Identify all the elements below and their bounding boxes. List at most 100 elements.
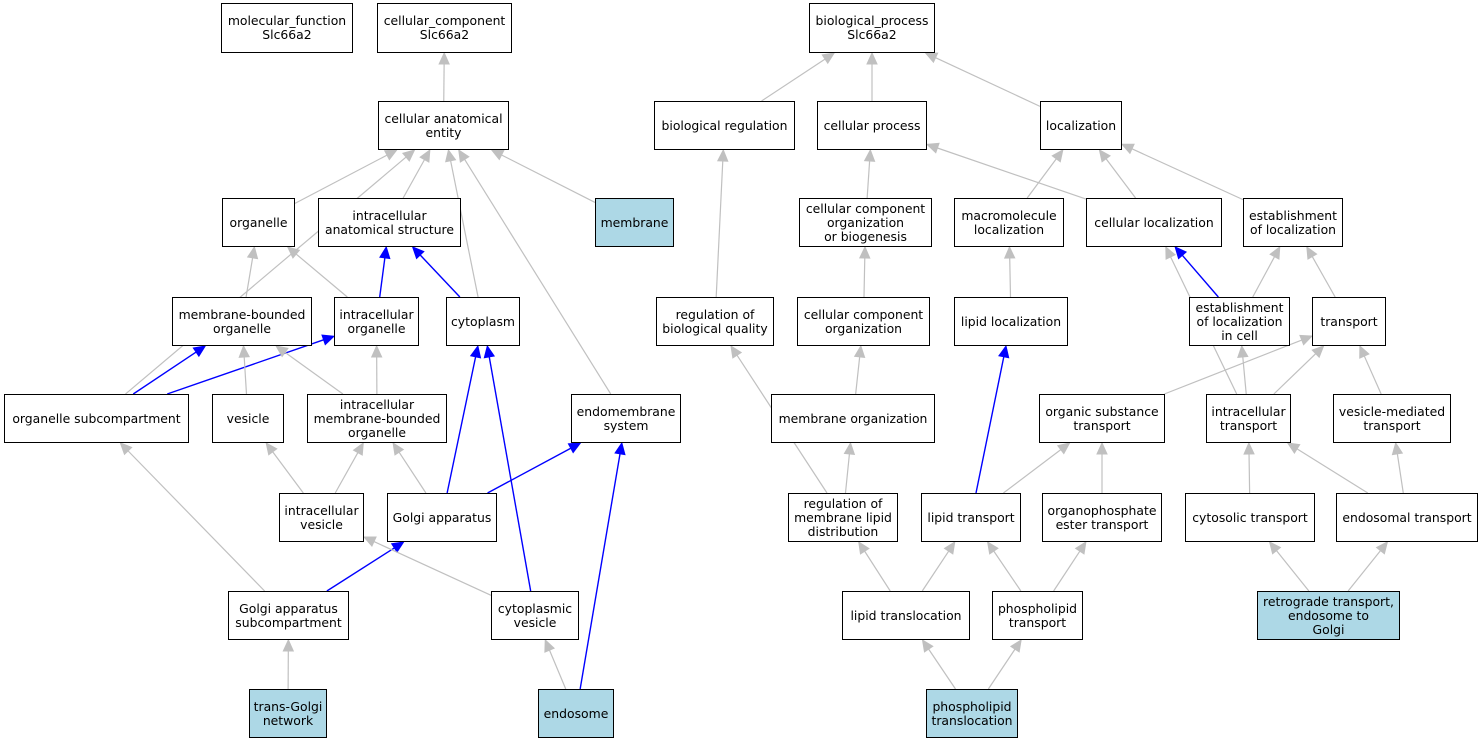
node-cellular-anatomical-entity[interactable]: cellular anatomical entity [378,101,509,150]
node-vesicle-mediated-transport[interactable]: vesicle-mediated transport [1333,394,1451,443]
arrowhead-org-to-cae [383,149,398,161]
node-intracellular-anatomical-structure[interactable]: intracellular anatomical structure [318,198,461,247]
edge-endo-to-ems [579,453,621,690]
node-trans-golgi-network[interactable]: trans-Golgi network [249,689,327,738]
edge-cyt-to-ias [419,254,461,298]
arrowhead-cae-to-cc [438,51,450,65]
node-cellular-component-organization-or-biogenesis[interactable]: cellular component organization or bioge… [799,198,932,247]
node-endomembrane-system[interactable]: endomembrane system [571,394,681,443]
node-organelle-subcompartment[interactable]: organelle subcompartment [4,394,189,443]
edge-elic-to-eloc [1252,256,1276,298]
edge-osc-to-mbo [132,351,197,395]
edge-cv-to-cyt [488,356,532,592]
arrowhead-osc-to-io [321,334,336,346]
node-membrane-organization[interactable]: membrane organization [771,394,935,443]
node-cellular-process[interactable]: cellular process [817,101,927,150]
arrowhead-gas-to-ga [390,541,405,554]
node-cytosolic-transport[interactable]: cytosolic transport [1185,493,1315,542]
node-membrane[interactable]: membrane [595,198,674,247]
node-lipid-transport[interactable]: lipid transport [921,493,1021,542]
node-cytoplasmic-vesicle[interactable]: cytoplasmic vesicle [491,591,579,640]
arrowhead-mo-to-cco [853,344,866,359]
node-organelle[interactable]: organelle [222,198,295,247]
node-molecular-function[interactable]: molecular_function Slc66a2 [221,3,353,53]
node-biological-regulation[interactable]: biological regulation [654,101,795,150]
node-intracellular-transport[interactable]: intracellular transport [1206,394,1291,443]
node-intracellular-vesicle[interactable]: intracellular vesicle [279,493,364,542]
arrowhead-it-to-cloc [1165,245,1177,260]
edge-cv-to-iv [373,541,492,596]
node-biological-process[interactable]: biological_process Slc66a2 [809,3,935,53]
arrowhead-osc-to-cae [401,149,416,162]
edge-ga-to-ems [487,447,572,494]
node-endosomal-transport[interactable]: endosomal transport [1336,493,1478,542]
edge-ct-to-it [1248,453,1251,494]
node-cellular-localization[interactable]: cellular localization [1086,198,1222,247]
arrowhead-imbo-to-mbo [275,345,289,358]
arrowhead-elic-to-cloc [1174,246,1188,260]
edge-mbo-to-org [245,257,254,298]
arrowhead-oet-to-ost [1096,441,1108,455]
node-cellular-component-organization[interactable]: cellular component organization [797,297,930,346]
arrowhead-eloc-to-loc [1120,143,1135,155]
edge-ccob-to-cp [866,160,871,199]
node-establishment-of-localization-in-cell[interactable]: establishment of localization in cell [1189,297,1290,346]
node-regulation-of-membrane-lipid-distribution[interactable]: regulation of membrane lipid distributio… [788,493,898,542]
arrowhead-mbo-to-org [246,245,259,260]
node-endosome[interactable]: endosome [538,689,614,738]
arrowhead-et-to-vmt [1391,441,1404,456]
arrowhead-ptl-to-ltl [921,638,934,653]
node-establishment-of-localization[interactable]: establishment of localization [1243,198,1343,247]
arrowhead-et-to-it [1286,442,1301,454]
arrowhead-ems-to-cae [458,148,470,163]
node-retrograde-transport-endosome-to-golgi[interactable]: retrograde transport, endosome to Golgi [1257,591,1400,640]
arrowhead-endo-to-ems [614,441,626,456]
node-organophosphate-ester-transport[interactable]: organophosphate ester transport [1042,493,1162,542]
edge-vmt-to-tr [1363,355,1382,395]
arrowhead-cv-to-iv [362,536,377,548]
arrowhead-ccob-to-cp [863,148,876,162]
node-intracellular-organelle[interactable]: intracellular organelle [334,297,419,346]
edge-loc-to-bp [935,57,1041,107]
edge-ltl-to-lt [921,550,950,592]
node-macromolecule-localization[interactable]: macromolecule localization [954,198,1064,247]
edge-lloc-to-mloc [1009,257,1012,298]
arrowhead-ptl-to-pt [1009,638,1022,653]
edge-ost-to-tr [1164,339,1302,395]
node-regulation-of-biological-quality[interactable]: regulation of biological quality [656,297,774,346]
arrowhead-gas-to-osc [119,442,133,456]
node-cytoplasm[interactable]: cytoplasm [446,297,520,346]
arrowhead-rteg-to-et [1375,541,1389,555]
node-lipid-localization[interactable]: lipid localization [954,297,1068,346]
arrowhead-cloc-to-cp [925,142,940,154]
node-lipid-translocation[interactable]: lipid translocation [842,591,970,640]
edge-tr-to-eloc [1311,256,1336,298]
edge-ems-to-cae [464,159,612,395]
node-phospholipid-transport[interactable]: phospholipid transport [992,591,1083,640]
edge-rteg-to-et [1347,550,1381,592]
arrowhead-cv-to-cyt [483,344,496,359]
node-intracellular-membrane-bounded-organelle[interactable]: intracellular membrane-bounded organelle [307,394,447,443]
arrowhead-it-to-elic [1237,344,1249,358]
node-organic-substance-transport[interactable]: organic substance transport [1039,394,1165,443]
arrowhead-breg-to-bp [821,52,836,65]
arrowhead-cyt-to-ias [411,246,425,260]
arrowhead-mloc-to-loc [1051,149,1064,163]
node-phospholipid-translocation[interactable]: phospholipid translocation [926,689,1018,738]
node-golgi-apparatus-subcompartment[interactable]: Golgi apparatus subcompartment [228,591,349,640]
edge-io-to-ias [379,257,386,298]
node-cellular-component[interactable]: cellular_component Slc66a2 [377,3,512,53]
node-localization[interactable]: localization [1040,101,1122,150]
arrowhead-mem-to-cae [490,149,505,161]
node-golgi-apparatus[interactable]: Golgi apparatus [387,493,497,542]
node-membrane-bounded-organelle[interactable]: membrane-bounded organelle [172,297,312,346]
arrowhead-io-to-org [286,246,301,259]
node-vesicle[interactable]: vesicle [212,394,284,443]
edge-eloc-to-loc [1131,148,1244,201]
arrowhead-ga-to-cyt [469,344,482,359]
arrowhead-lt-to-lloc [998,344,1010,359]
edge-pt-to-oet [1053,550,1081,592]
node-transport[interactable]: transport [1312,297,1386,346]
edge-lt-to-ost [1003,449,1062,494]
